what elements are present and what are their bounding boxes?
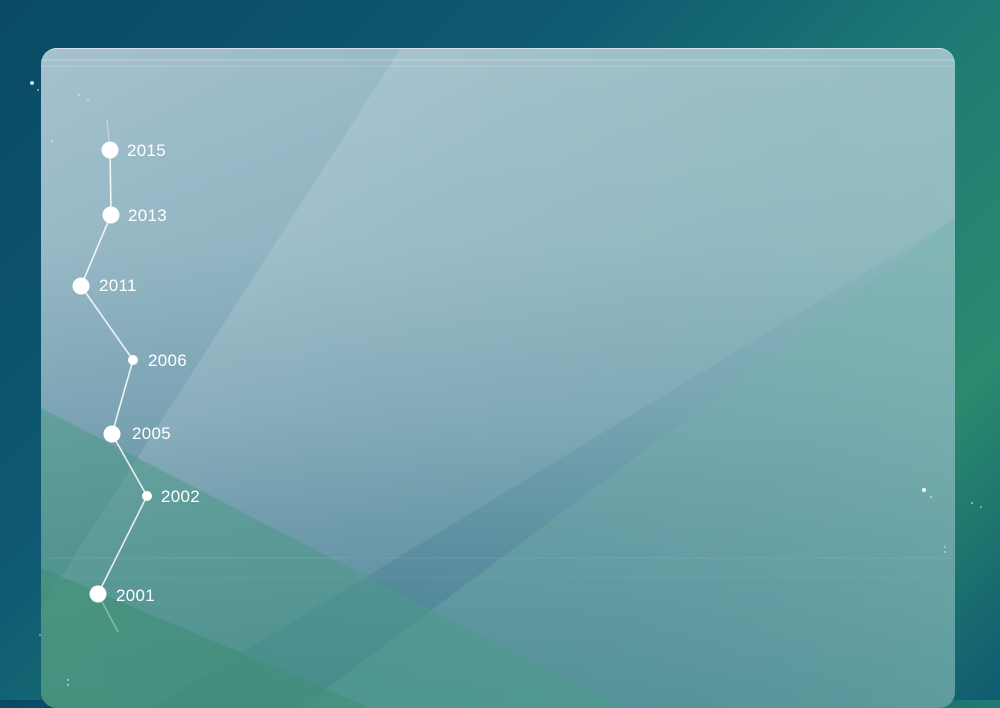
timeline-segment	[80, 214, 112, 287]
panel-light-beams	[41, 48, 955, 708]
timeline-node-2013[interactable]	[102, 206, 120, 224]
timeline-node-2015[interactable]	[101, 141, 119, 159]
content-panel	[41, 48, 955, 708]
timeline-nodes	[72, 141, 152, 603]
timeline-node-2002[interactable]	[142, 491, 152, 501]
year-label-2013: 2013	[128, 206, 168, 225]
year-label-2002: 2002	[161, 487, 201, 506]
year-label-2001: 2001	[116, 586, 156, 605]
year-label-2005: 2005	[132, 424, 172, 443]
timeline-node-2001[interactable]	[89, 585, 107, 603]
timeline-segment	[111, 433, 148, 497]
year-label-2015: 2015	[127, 141, 167, 160]
timeline-lines	[80, 149, 148, 595]
timeline-node-2005[interactable]	[103, 425, 121, 443]
year-label-2006: 2006	[148, 351, 188, 370]
timeline-segment	[111, 359, 134, 435]
timeline-node-2011[interactable]	[72, 277, 90, 295]
timeline-segment	[97, 495, 148, 595]
year-label-2011: 2011	[99, 276, 137, 295]
timeline-node-2006[interactable]	[128, 355, 138, 365]
timeline-segment	[80, 285, 134, 361]
timeline-segment	[109, 149, 112, 216]
